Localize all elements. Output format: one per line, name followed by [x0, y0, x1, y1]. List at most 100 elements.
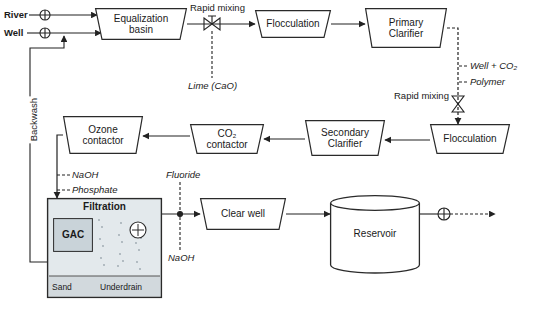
well-pump	[27, 28, 50, 38]
media-texture	[117, 265, 119, 267]
chemical-label: Well + CO₂	[470, 60, 517, 71]
media-texture	[100, 257, 102, 259]
flow-connector	[331, 23, 365, 24]
node-label: Flocculation	[266, 18, 319, 30]
tank-body	[331, 203, 420, 273]
flow-connector	[143, 135, 190, 136]
source-label: Well	[4, 27, 23, 38]
basin-outline	[201, 199, 286, 230]
gac-box: GAC	[53, 218, 93, 252]
node-label: Ozone contactor	[73, 124, 133, 147]
outlet-pump	[438, 208, 450, 220]
node-label: Reservoir	[354, 228, 397, 240]
flow-connector	[385, 139, 430, 140]
well-pump	[27, 32, 40, 33]
river-line	[50, 14, 97, 15]
flow-connector	[187, 23, 255, 24]
media-texture	[103, 264, 105, 266]
river-pump	[40, 10, 50, 20]
river-pump	[29, 14, 40, 15]
chemical-label: Phosphate	[72, 184, 117, 195]
media-texture	[122, 260, 124, 262]
media-label: Sand	[52, 282, 72, 292]
chemical-label: Fluoride	[166, 169, 200, 180]
basin-outline	[256, 11, 331, 38]
mixing-valve	[208, 16, 216, 24]
gac-outline	[54, 219, 93, 252]
outlet-pump	[438, 208, 450, 220]
node-label: Secondary Clarifier	[315, 127, 375, 150]
process-step-label: Rapid mixing	[392, 90, 451, 101]
filter-outline	[48, 199, 162, 298]
media-texture	[120, 222, 122, 224]
lime-feed-line	[211, 31, 212, 78]
contactor-box: Ozone contactor	[63, 116, 143, 154]
river-pump	[29, 10, 50, 20]
process-box: Flocculation	[430, 124, 510, 154]
media-texture	[121, 241, 123, 243]
reservoir-tank: Reservoir	[330, 195, 420, 273]
mixing-valve	[204, 16, 220, 30]
node-label: Clear well	[221, 208, 265, 220]
polymer-feed-line	[458, 81, 467, 82]
node-label: GAC	[62, 229, 84, 241]
clarifier-box: Primary Clarifier	[365, 8, 447, 48]
naoh-feed-line	[57, 174, 70, 175]
node-label: Filtration	[83, 201, 126, 213]
chemical-label: Polymer	[470, 76, 505, 87]
flow-connector	[286, 213, 330, 214]
node-label: Equalization basin	[105, 13, 177, 36]
chemical-label: NaOH	[72, 169, 98, 180]
fluoride-feed-line	[179, 182, 180, 211]
basin-outline	[431, 125, 510, 154]
media-texture	[101, 226, 103, 228]
basin-outline	[306, 121, 385, 156]
well-line	[50, 32, 101, 33]
filter-valve	[130, 222, 146, 238]
flow-connector	[447, 28, 458, 124]
filter-valve	[132, 224, 144, 236]
chemical-label: NaOH	[168, 252, 194, 263]
media-texture	[119, 253, 121, 255]
media-texture	[98, 219, 100, 221]
tank-top	[331, 196, 420, 211]
outlet-pump	[438, 208, 450, 220]
outlet-line	[420, 213, 438, 214]
media-layer	[49, 276, 160, 296]
process-step-label: Rapid mixing	[190, 2, 245, 13]
flow-connector	[57, 135, 63, 198]
media-texture	[138, 249, 140, 251]
clarifier-box: Secondary Clarifier	[305, 120, 385, 156]
well-pump	[40, 28, 50, 38]
media-texture	[99, 238, 101, 240]
media-texture	[139, 268, 141, 270]
media-texture	[135, 242, 137, 244]
basin-outline	[191, 125, 264, 154]
well-co2-feed-line	[458, 65, 467, 66]
node-label: Primary Clarifier	[375, 17, 437, 40]
process-box: Flocculation	[255, 10, 331, 38]
well-pump	[40, 28, 50, 38]
naoh-feed-line	[179, 217, 180, 250]
basin-outline	[366, 9, 447, 48]
node-label: Flocculation	[443, 133, 496, 145]
outlet-line	[450, 213, 495, 214]
media-label: Underdrain	[100, 282, 142, 292]
basin-outline	[64, 117, 143, 154]
flow-connector	[264, 138, 305, 139]
river-pump	[40, 10, 50, 20]
source-label: River	[4, 9, 28, 20]
backwash-label: Backwash	[28, 96, 39, 143]
phosphate-feed-line	[57, 189, 70, 190]
media-texture	[118, 234, 120, 236]
contactor-box: CO₂ contactor	[190, 124, 264, 154]
flow-connector	[162, 213, 200, 214]
chemical-label: Lime (CaO)	[188, 80, 237, 91]
media-texture	[136, 261, 138, 263]
media-texture	[102, 245, 104, 247]
clearwell-box: Clear well	[200, 198, 286, 230]
basin-outline	[96, 9, 187, 40]
layer-line	[49, 276, 160, 277]
basin-box: Equalization basin	[95, 8, 187, 40]
